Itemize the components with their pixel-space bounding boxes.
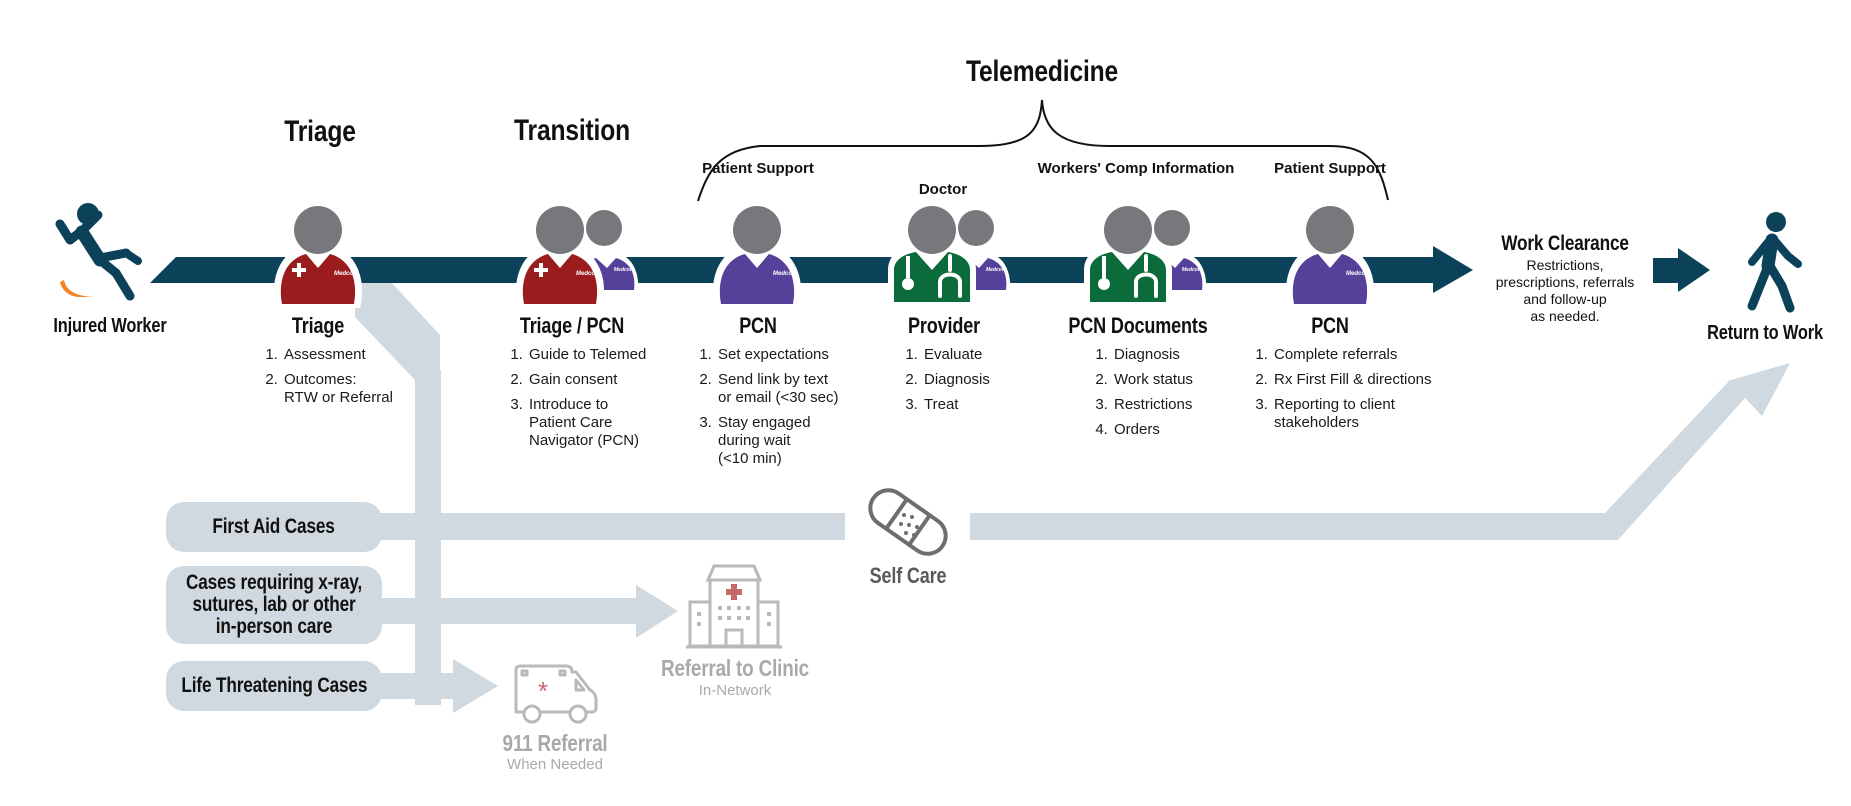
- referral-paths: [355, 268, 1790, 713]
- svg-text:Medcor: Medcor: [614, 267, 633, 273]
- pcn-icon: Medcor: [712, 206, 802, 308]
- svg-text:Medcor: Medcor: [986, 267, 1005, 273]
- clearance-arrowhead: [1678, 248, 1710, 292]
- svg-text:Medcor: Medcor: [576, 271, 598, 277]
- stage-title-pcn-2: PCN: [1311, 313, 1349, 338]
- telemedicine-brace: [697, 99, 1389, 202]
- stage-title-triage-pcn: Triage / PCN: [519, 313, 625, 338]
- step-item: Diagnosis: [922, 371, 1052, 389]
- description-line: as needed.: [1530, 308, 1600, 324]
- end-label: Return to Work: [1707, 322, 1823, 344]
- svg-text:Medcor: Medcor: [773, 271, 795, 277]
- emergency-title: 911 Referral: [502, 730, 608, 756]
- step-item: Outcomes: RTW or Referral: [282, 371, 432, 407]
- step-item: Diagnosis: [1112, 346, 1242, 364]
- start-label: Injured Worker: [53, 315, 167, 337]
- walking-person-icon: [1747, 212, 1802, 313]
- stage-steps-triage-pcn: Guide to Telemed Gain consent Introduce …: [505, 346, 677, 457]
- clinic-title: Referral to Clinic: [661, 655, 809, 681]
- stage-steps-triage: Assessment Outcomes: RTW or Referral: [260, 346, 432, 414]
- stage-title-triage: Triage: [291, 313, 345, 338]
- clinic-subtitle: In-Network: [698, 682, 772, 699]
- stage-title-pcn-documents: PCN Documents: [1068, 313, 1208, 338]
- step-item: Guide to Telemed: [527, 346, 677, 364]
- self-care-title: Self Care: [869, 563, 947, 588]
- step-item: Complete referrals: [1272, 346, 1452, 364]
- step-item: Set expectations: [716, 346, 866, 364]
- phase-heading-triage: Triage: [284, 115, 356, 148]
- phase-heading-telemedicine: Telemedicine: [965, 55, 1119, 88]
- triage-diagonal-path: [355, 268, 440, 380]
- case-label: Life Threatening Cases: [181, 674, 367, 697]
- svg-text:Medcor: Medcor: [334, 271, 356, 277]
- doctor-and-pcn-icon: Medcor: [1084, 206, 1207, 308]
- phase-heading-transition: Transition: [514, 114, 630, 147]
- work-clearance-description: Restrictions, prescriptions, referrals a…: [1480, 257, 1650, 325]
- case-label: Cases requiring x-ray, sutures, lab or o…: [185, 571, 362, 638]
- emergency-arrowhead: [453, 659, 498, 713]
- step-item: Rx First Fill & directions: [1272, 371, 1452, 389]
- pcn-icon: Medcor: [1285, 206, 1375, 308]
- stage-steps-pcn-documents: Diagnosis Work status Restrictions Order…: [1090, 346, 1242, 446]
- triage-and-pcn-icon: Medcor Medcor: [515, 206, 639, 308]
- svg-text:*: *: [538, 676, 548, 706]
- stage-steps-pcn-1: Set expectations Send link by text or em…: [694, 346, 866, 475]
- svg-text:Medcor: Medcor: [1346, 271, 1368, 277]
- svg-text:Medcor: Medcor: [1182, 267, 1201, 273]
- self-care-return-path: [970, 363, 1790, 540]
- clearance-arrow-shaft: [1653, 258, 1681, 283]
- stage-steps-pcn-2: Complete referrals Rx First Fill & direc…: [1250, 346, 1452, 439]
- triage-nurse-icon: Medcor: [273, 206, 363, 308]
- step-item: Reporting to client stakeholders: [1272, 396, 1409, 432]
- role-label-patient-support-2: Patient Support: [1274, 160, 1386, 177]
- step-item: Work status: [1112, 371, 1242, 389]
- step-item: Treat: [922, 396, 1052, 414]
- step-item: Assessment: [282, 346, 432, 364]
- description-line: prescriptions, referrals: [1495, 274, 1635, 290]
- clinic-arrowhead: [636, 585, 678, 638]
- clinic-path: [370, 598, 638, 624]
- case-box-in-person-care: Cases requiring x-ray, sutures, lab or o…: [166, 566, 382, 644]
- emergency-subtitle: When Needed: [507, 756, 603, 773]
- case-box-first-aid: First Aid Cases: [166, 502, 382, 552]
- description-line: and follow-up: [1523, 291, 1607, 307]
- step-item: Restrictions: [1112, 396, 1242, 414]
- role-label-patient-support-1: Patient Support: [702, 160, 814, 177]
- doctor-icon: Medcor: [888, 206, 1011, 308]
- case-label: First Aid Cases: [212, 515, 336, 538]
- work-clearance: Work Clearance Restrictions, prescriptio…: [1480, 232, 1650, 325]
- role-label-workers-comp: Workers' Comp Information: [1037, 160, 1235, 177]
- step-item: Gain consent: [527, 371, 677, 389]
- main-arrowhead: [1433, 246, 1473, 293]
- hospital-icon: [686, 564, 782, 649]
- emergency-path: [370, 673, 460, 699]
- step-item: Send link by text or email (<30 sec): [716, 371, 843, 407]
- stage-title-pcn-1: PCN: [739, 313, 777, 338]
- bandage-icon: [868, 488, 948, 556]
- first-aid-path: [370, 513, 845, 540]
- falling-person-icon: [55, 203, 142, 301]
- role-label-doctor: Doctor: [918, 181, 968, 198]
- stage-steps-provider: Evaluate Diagnosis Treat: [900, 346, 1052, 421]
- step-item: Evaluate: [922, 346, 1052, 364]
- step-item: Stay engaged during wait (<10 min): [716, 414, 818, 468]
- step-item: Introduce to Patient Care Navigator (PCN…: [527, 396, 644, 450]
- description-line: Restrictions,: [1526, 257, 1604, 273]
- stage-title-provider: Provider: [908, 313, 980, 338]
- work-clearance-title: Work Clearance: [1501, 232, 1629, 255]
- case-box-life-threatening: Life Threatening Cases: [166, 661, 382, 711]
- ambulance-icon: *: [514, 664, 598, 724]
- step-item: Orders: [1112, 421, 1242, 439]
